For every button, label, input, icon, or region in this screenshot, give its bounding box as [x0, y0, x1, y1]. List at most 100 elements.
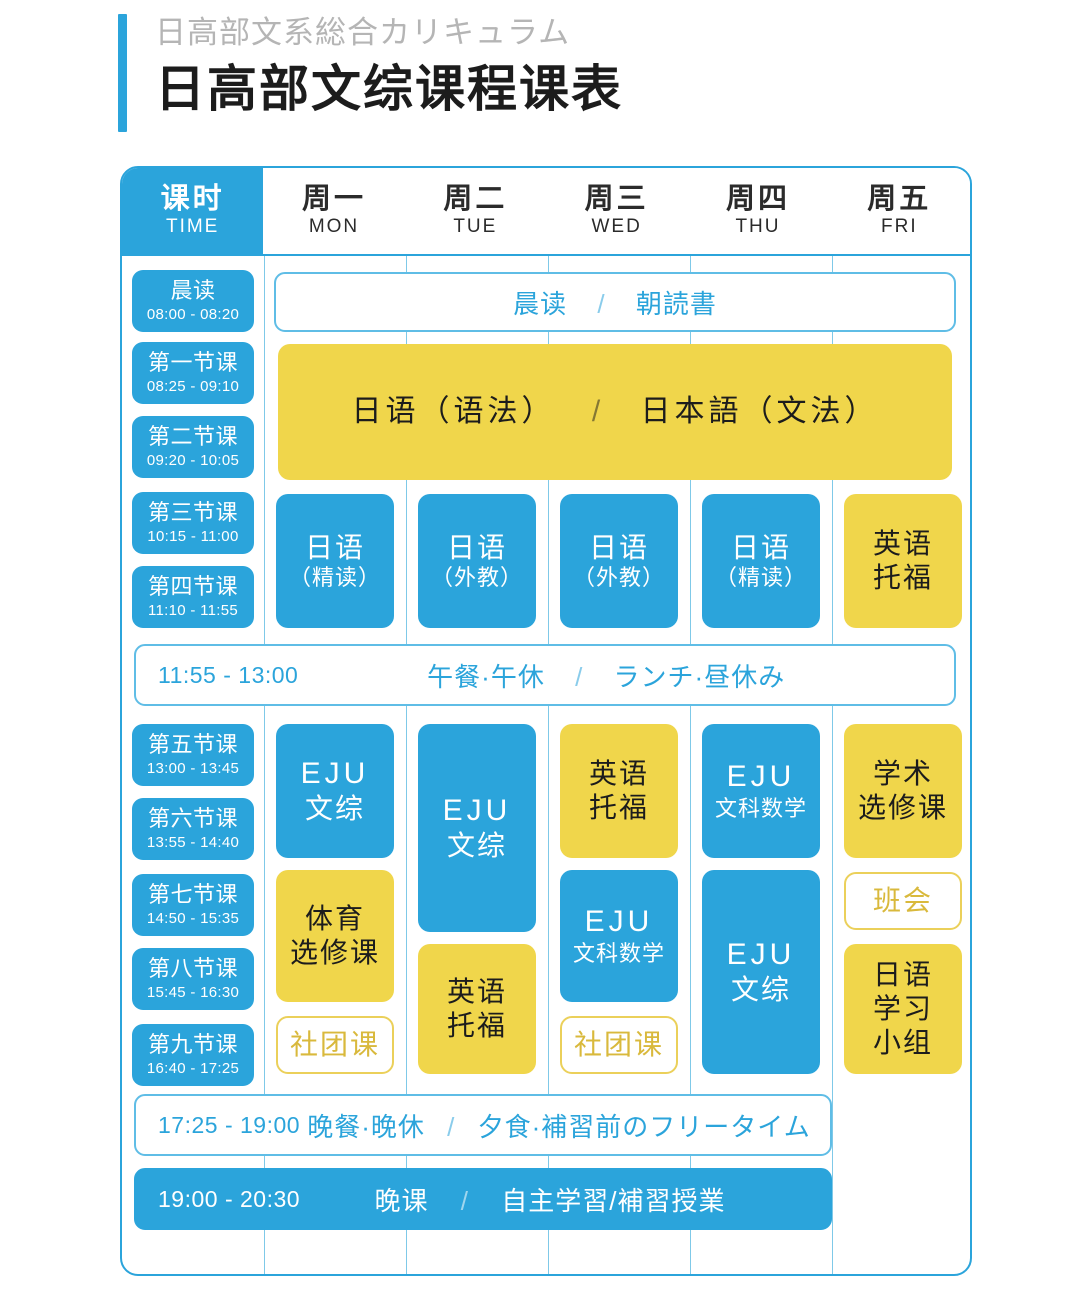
banner-dinner-cn: 晚餐·晚休	[307, 1111, 425, 1142]
cell-line-2: （精读）	[288, 564, 381, 590]
cell-line-1: 体育	[304, 902, 365, 934]
grammar-jp: 日本語（文法）	[640, 394, 879, 428]
cell-fri-p34[interactable]: 英语 托福	[844, 494, 962, 628]
cell-mon-p34[interactable]: 日语 （精读）	[276, 494, 394, 628]
period-chip-2[interactable]: 第二节课 09:20 - 10:05	[132, 416, 254, 478]
cell-line-2: 托福	[446, 1010, 507, 1041]
period-chip-9[interactable]: 第九节课 16:40 - 17:25	[132, 1024, 254, 1086]
banner-separator: /	[575, 661, 584, 692]
cell-thu-p34[interactable]: 日语 （精读）	[702, 494, 820, 628]
period-range: 08:00 - 08:20	[146, 305, 240, 323]
period-chip-5[interactable]: 第五节课 13:00 - 13:45	[132, 724, 254, 786]
grid-line-5	[832, 168, 833, 1274]
cell-line-1: 班会	[872, 884, 933, 916]
cell-line-1: EJU	[584, 905, 654, 939]
cell-mon-afternoon-1[interactable]: EJU 文综	[276, 724, 394, 858]
banner-evening[interactable]: 19:00 - 20:30 晚课 / 自主学習/補習授業	[134, 1168, 832, 1230]
page-header: 日高部文系総合カリキュラム 日高部文综课程课表	[0, 0, 1080, 132]
cell-line-2: 选修课	[857, 792, 948, 823]
period-range: 10:15 - 11:00	[147, 527, 239, 545]
cell-line-1: 英语	[588, 757, 649, 789]
period-range: 08:25 - 09:10	[146, 377, 240, 395]
cell-wed-p34[interactable]: 日语 （外教）	[560, 494, 678, 628]
period-name: 第八节课	[147, 956, 238, 982]
timetable: 课时 TIME 周一 MON 周二 TUE 周三 WED 周四 THU 周五 F…	[120, 166, 972, 1276]
cell-line-2: 文科数学	[714, 795, 807, 821]
column-header-wed-en: WED	[591, 216, 642, 238]
cell-line-2: 选修课	[289, 937, 380, 968]
cell-line-1: EJU	[726, 937, 796, 971]
grid-line-3	[548, 168, 549, 1274]
cell-mon-afternoon-3[interactable]: 社团课	[276, 1016, 394, 1074]
period-chip-4[interactable]: 第四节课 11:10 - 11:55	[132, 566, 254, 628]
column-header-wed-cn: 周三	[584, 182, 649, 215]
column-header-fri: 周五 FRI	[828, 168, 970, 254]
cell-line-1: EJU	[300, 756, 370, 790]
cell-line-2: 文综	[446, 830, 507, 862]
cell-fri-afternoon-1[interactable]: 学术 选修课	[844, 724, 962, 858]
column-header-tue: 周二 TUE	[404, 168, 546, 254]
accent-bar	[118, 14, 127, 132]
period-chip-6[interactable]: 第六节课 13:55 - 14:40	[132, 798, 254, 860]
period-name: 第七节课	[147, 882, 238, 908]
grid-line-1	[264, 168, 265, 1274]
period-chip-morning-reading[interactable]: 晨读 08:00 - 08:20	[132, 270, 254, 332]
cell-line-2: 文综	[304, 793, 365, 825]
cell-line-2: （外教）	[430, 564, 523, 590]
banner-evening-jp: 自主学習/補習授業	[501, 1185, 726, 1216]
period-name: 第二节课	[147, 424, 238, 450]
cell-wed-afternoon-3[interactable]: 社团课	[560, 1016, 678, 1074]
column-header-mon: 周一 MON	[263, 168, 405, 254]
column-header-fri-en: FRI	[881, 216, 918, 238]
table-header-row: 课时 TIME 周一 MON 周二 TUE 周三 WED 周四 THU 周五 F…	[122, 168, 970, 256]
cell-tue-afternoon-2[interactable]: 英语 托福	[418, 944, 536, 1074]
period-chip-8[interactable]: 第八节课 15:45 - 16:30	[132, 948, 254, 1010]
period-chip-3[interactable]: 第三节课 10:15 - 11:00	[132, 492, 254, 554]
cell-fri-afternoon-2[interactable]: 班会	[844, 872, 962, 930]
cell-wed-afternoon-2[interactable]: EJU 文科数学	[560, 870, 678, 1002]
period-name: 第三节课	[147, 500, 238, 526]
cell-line-1: 英语	[446, 975, 507, 1007]
grid-line-2	[406, 168, 407, 1274]
banner-evening-time: 19:00 - 20:30	[158, 1185, 301, 1212]
period-name: 第四节课	[147, 574, 238, 600]
banner-evening-cn: 晚课	[374, 1185, 429, 1216]
banner-lunch-body: 午餐·午休 / ランチ·昼休み	[298, 657, 954, 694]
banner-morning-reading[interactable]: 晨读 / 朝読書	[274, 272, 956, 332]
cell-line-1: 日语	[446, 531, 507, 563]
period-name: 晨读	[170, 278, 216, 304]
period-name: 第一节课	[147, 350, 238, 376]
period-chip-7[interactable]: 第七节课 14:50 - 15:35	[132, 874, 254, 936]
cell-thu-afternoon-1[interactable]: EJU 文科数学	[702, 724, 820, 858]
period-range: 09:20 - 10:05	[146, 451, 240, 469]
cell-japanese-grammar[interactable]: 日语（语法） / 日本語（文法）	[278, 344, 952, 480]
banner-lunch-jp: ランチ·昼休み	[613, 661, 786, 692]
cell-line-1: 日语	[588, 531, 649, 563]
cell-mon-afternoon-2[interactable]: 体育 选修课	[276, 870, 394, 1002]
column-header-time-cn: 课时	[160, 182, 225, 215]
cell-tue-afternoon-1[interactable]: EJU 文综	[418, 724, 536, 932]
banner-separator: /	[597, 288, 606, 319]
column-header-mon-cn: 周一	[301, 182, 366, 215]
cell-tue-p34[interactable]: 日语 （外教）	[418, 494, 536, 628]
period-chip-1[interactable]: 第一节课 08:25 - 09:10	[132, 342, 254, 404]
cell-fri-afternoon-3[interactable]: 日语 学习 小组	[844, 944, 962, 1074]
banner-separator: /	[460, 1185, 470, 1216]
period-range: 13:55 - 14:40	[146, 833, 240, 851]
cell-line-2: 托福	[872, 562, 933, 593]
banner-lunch[interactable]: 11:55 - 13:00 午餐·午休 / ランチ·昼休み	[134, 644, 956, 706]
cell-line-1: 日语	[730, 531, 791, 563]
column-header-mon-en: MON	[308, 216, 360, 238]
banner-dinner[interactable]: 17:25 - 19:00 晚餐·晚休 / 夕食·補習前のフリータイム	[134, 1094, 832, 1156]
banner-morning-reading-cn: 晨读	[513, 288, 568, 319]
grammar-separator: /	[591, 394, 605, 428]
column-header-thu-cn: 周四	[725, 182, 790, 215]
period-range: 14:50 - 15:35	[146, 909, 240, 927]
banner-dinner-body: 晚餐·晚休 / 夕食·補習前のフリータイム	[300, 1107, 830, 1144]
cell-line-1: 日语	[872, 958, 933, 990]
cell-wed-afternoon-1[interactable]: 英语 托福	[560, 724, 678, 858]
period-range: 11:10 - 11:55	[147, 601, 239, 619]
cell-thu-afternoon-2[interactable]: EJU 文综	[702, 870, 820, 1074]
column-header-time: 课时 TIME	[122, 168, 264, 254]
grammar-cn: 日语（语法）	[351, 394, 556, 428]
